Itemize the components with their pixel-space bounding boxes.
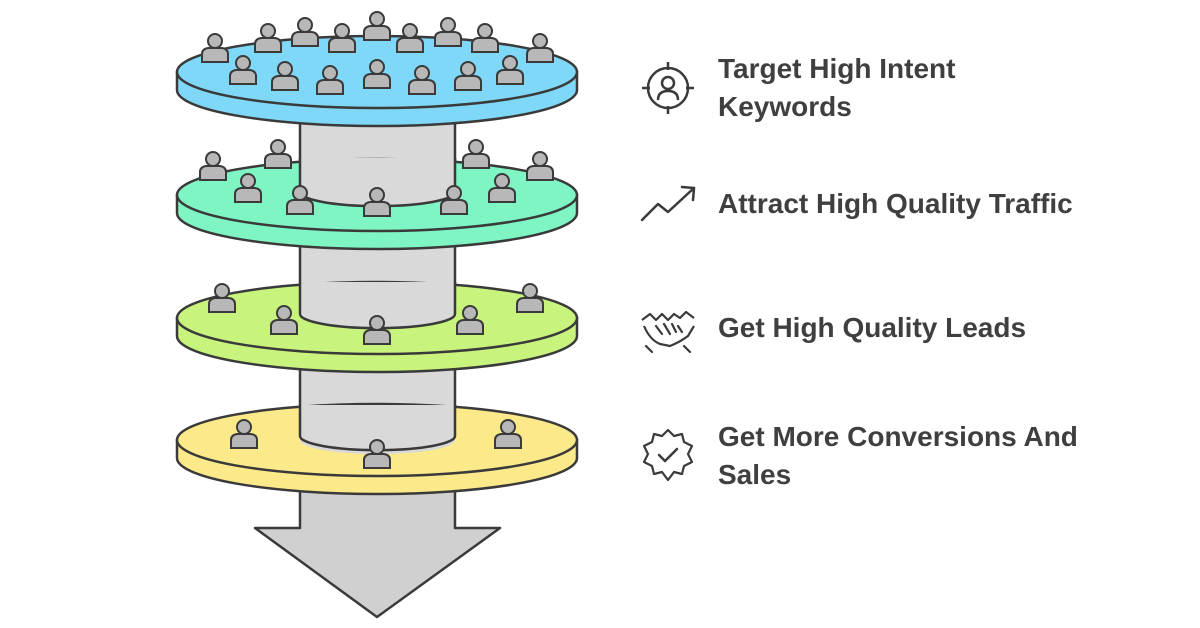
tier-3-disc [175, 280, 579, 374]
step-label: Target High Intent Keywords [718, 53, 956, 122]
handshake-icon [641, 310, 695, 354]
step-quality-leads: Get High Quality Leads [636, 296, 1078, 360]
step-label: Get More Conversions And Sales [718, 421, 1078, 490]
funnel-column [298, 88, 457, 462]
step-conversions-sales: Get More Conversions And Sales [636, 418, 1078, 494]
target-person-icon [642, 62, 694, 114]
step-attract-traffic: Attract High Quality Traffic [636, 172, 1078, 236]
trend-up-icon [640, 185, 696, 222]
step-label: Get High Quality Leads [718, 312, 1027, 343]
verified-badge-icon [642, 428, 694, 482]
step-target-keywords: Target High Intent Keywords [636, 50, 1078, 126]
step-label: Attract High Quality Traffic [718, 188, 1073, 219]
